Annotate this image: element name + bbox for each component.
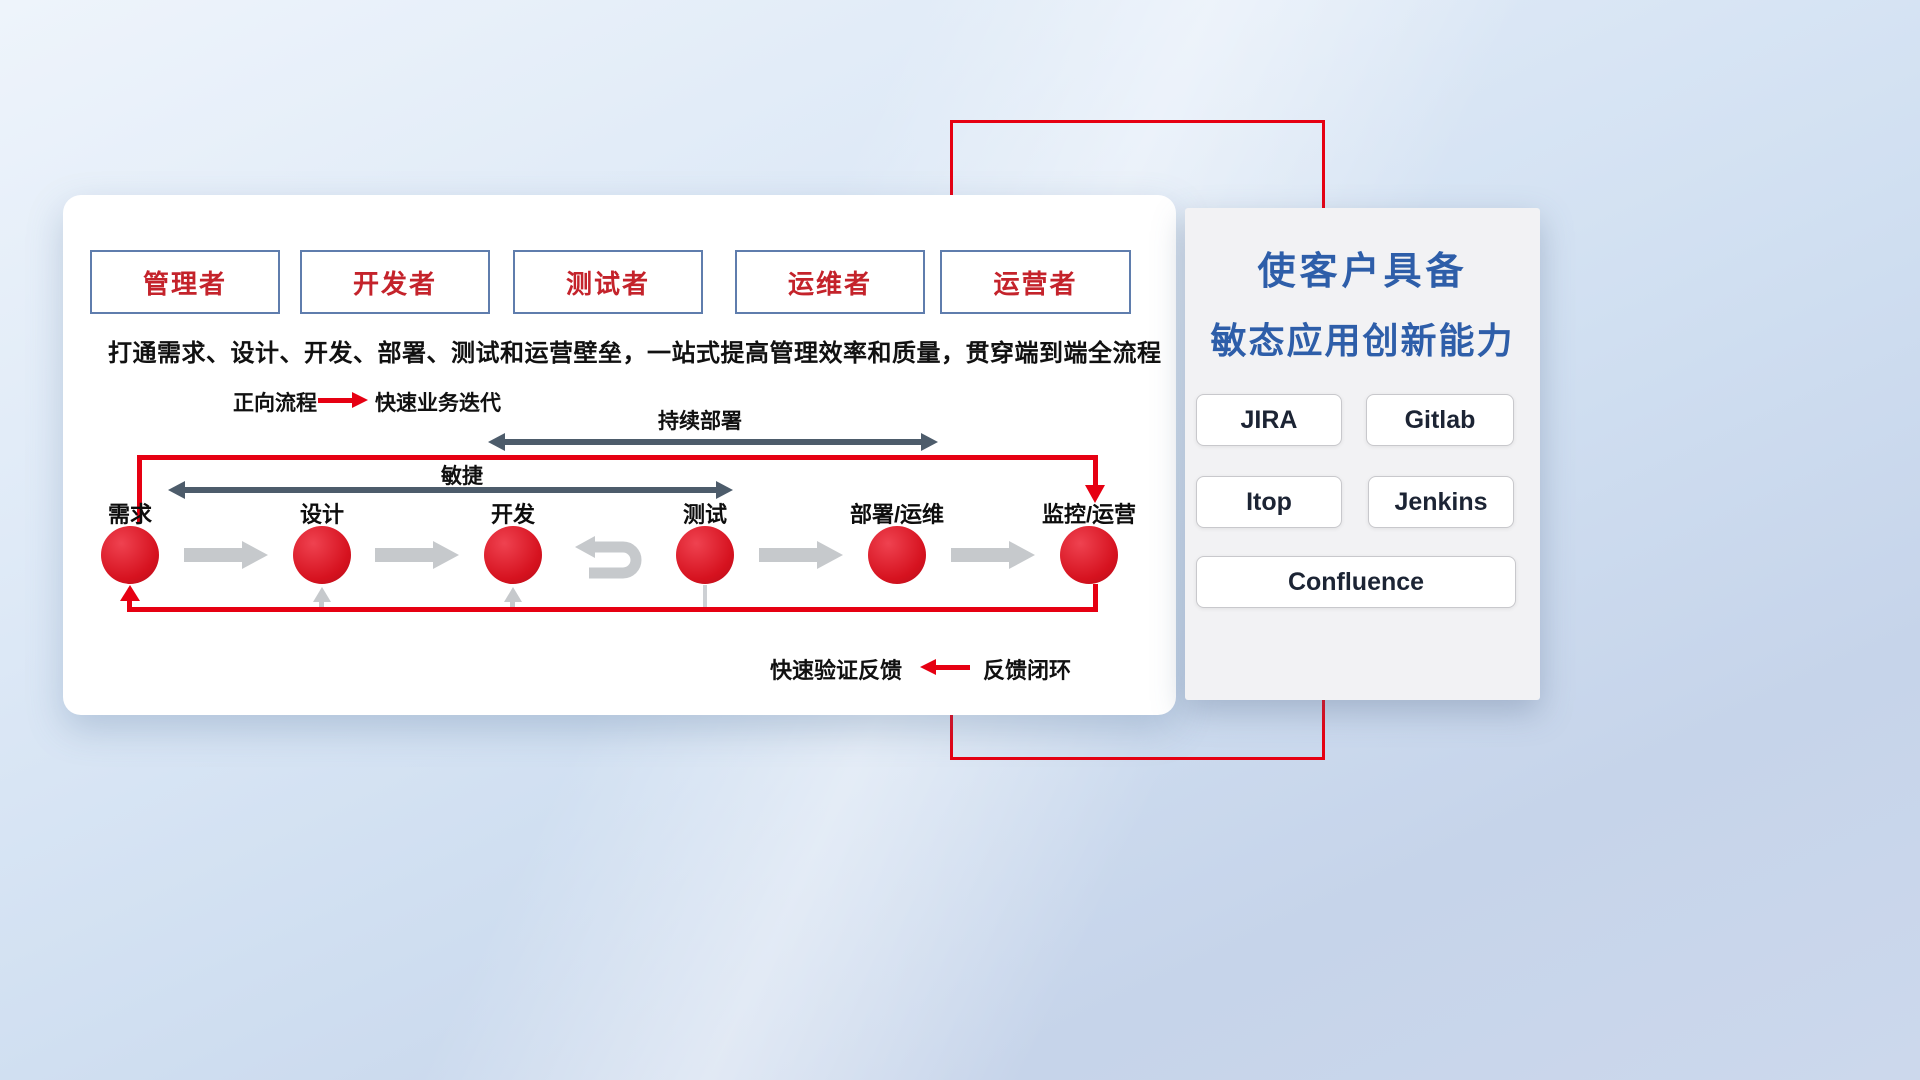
arrow-shaft xyxy=(318,398,353,403)
role-label: 开发者 xyxy=(352,268,437,299)
stage-label-design: 设计 xyxy=(299,502,344,527)
cd-label: 持续部署 xyxy=(658,410,742,433)
agile-label: 敏捷 xyxy=(441,465,483,488)
forward-legend-label: 正向流程 xyxy=(233,392,317,415)
arrow-shaft xyxy=(319,601,324,607)
feedback-legend-value: 反馈闭环 xyxy=(983,658,1072,683)
arrow-head xyxy=(433,541,459,569)
arrow-head xyxy=(921,433,938,451)
forward-legend-value: 快速业务迭代 xyxy=(375,392,501,415)
arrow-shaft xyxy=(503,439,923,445)
tool-label: Jenkins xyxy=(1394,487,1488,516)
role-box-developer: 开发者 xyxy=(300,250,490,314)
development-feedback-arrow-icon xyxy=(504,587,522,602)
role-label: 运维者 xyxy=(787,268,872,299)
design-feedback-arrow-icon xyxy=(313,587,331,602)
tool-chip-jira: JIRA xyxy=(1196,394,1342,446)
stage-node-testing xyxy=(676,526,734,584)
forward-loop-top-line xyxy=(137,455,1098,460)
tool-chip-confluence: Confluence xyxy=(1196,556,1516,608)
cd-range-arrow xyxy=(488,432,938,452)
testing-feedback-line xyxy=(703,585,707,607)
arrow-head xyxy=(1009,541,1035,569)
stage-label-development: 开发 xyxy=(490,502,535,527)
role-box-manager: 管理者 xyxy=(90,250,280,314)
stage-node-requirement xyxy=(101,526,159,584)
arrow-head xyxy=(242,541,268,569)
agile-range-arrow xyxy=(168,480,733,500)
tool-chip-gitlab: Gitlab xyxy=(1366,394,1514,446)
role-box-operator: 运营者 xyxy=(940,250,1131,314)
arrow-head xyxy=(920,659,936,675)
role-box-tester: 测试者 xyxy=(513,250,703,314)
feedback-loop-left-line xyxy=(127,601,132,607)
feedback-loop-bottom-line xyxy=(127,607,1098,612)
arrow-head xyxy=(488,433,505,451)
tool-chip-itop: Itop xyxy=(1196,476,1342,528)
feedback-loop-arrowhead-icon xyxy=(120,585,140,601)
role-label: 运营者 xyxy=(993,268,1078,299)
arrow-shaft xyxy=(951,548,1009,562)
flow-arrow-icon xyxy=(951,541,1035,569)
arrow-shaft xyxy=(184,548,242,562)
forward-arrow-icon xyxy=(318,392,368,410)
flow-arrow-icon xyxy=(375,541,459,569)
tool-chip-jenkins: Jenkins xyxy=(1368,476,1514,528)
tool-label: JIRA xyxy=(1240,405,1298,434)
tool-label: Itop xyxy=(1246,487,1292,516)
arrow-shaft xyxy=(183,487,718,493)
stage-node-deploy-ops xyxy=(868,526,926,584)
stage-node-design xyxy=(293,526,351,584)
arrow-head xyxy=(168,481,185,499)
role-label: 管理者 xyxy=(142,268,227,299)
feedback-arrow-icon xyxy=(920,659,970,677)
iteration-loop-icon xyxy=(569,531,649,583)
forward-loop-left-line xyxy=(137,455,142,523)
subtitle: 打通需求、设计、开发、部署、测试和运营壁垒，一站式提高管理效率和质量，贯穿端到端… xyxy=(108,340,1162,367)
arrow-shaft xyxy=(375,548,433,562)
stage-node-development xyxy=(484,526,542,584)
stage-label-deploy-ops: 部署/运维 xyxy=(849,502,945,527)
tool-label: Gitlab xyxy=(1404,405,1476,434)
arrow-shaft xyxy=(935,665,970,670)
stage-label-testing: 测试 xyxy=(682,502,727,527)
flow-arrow-icon xyxy=(759,541,843,569)
arrow-shaft xyxy=(510,601,515,607)
arrow-head xyxy=(352,392,368,408)
feedback-loop-right-line xyxy=(1093,584,1098,607)
forward-loop-right-line xyxy=(1093,455,1098,485)
arrow-shaft xyxy=(759,548,817,562)
arrow-head xyxy=(817,541,843,569)
side-panel-title-line2: 敏态应用创新能力 xyxy=(1210,320,1515,361)
arrow-head xyxy=(716,481,733,499)
stage-label-monitor-op: 监控/运营 xyxy=(1041,502,1137,527)
side-panel: 使客户具备 敏态应用创新能力 JIRA Gitlab Itop Jenkins … xyxy=(1185,208,1540,700)
tool-label: Confluence xyxy=(1287,567,1425,596)
stage-node-monitor-op xyxy=(1060,526,1118,584)
forward-loop-arrowhead-icon xyxy=(1085,485,1105,503)
stage-label-requirement: 需求 xyxy=(107,502,152,527)
main-panel: 管理者 开发者 测试者 运维者 运营者 打通需求、设计、开发、部署、测试和运营壁… xyxy=(63,195,1176,715)
role-label: 测试者 xyxy=(565,268,650,299)
feedback-legend-label: 快速验证反馈 xyxy=(770,658,903,683)
side-panel-title-line1: 使客户具备 xyxy=(1257,251,1468,293)
flow-arrow-icon xyxy=(184,541,268,569)
role-box-ops: 运维者 xyxy=(735,250,925,314)
